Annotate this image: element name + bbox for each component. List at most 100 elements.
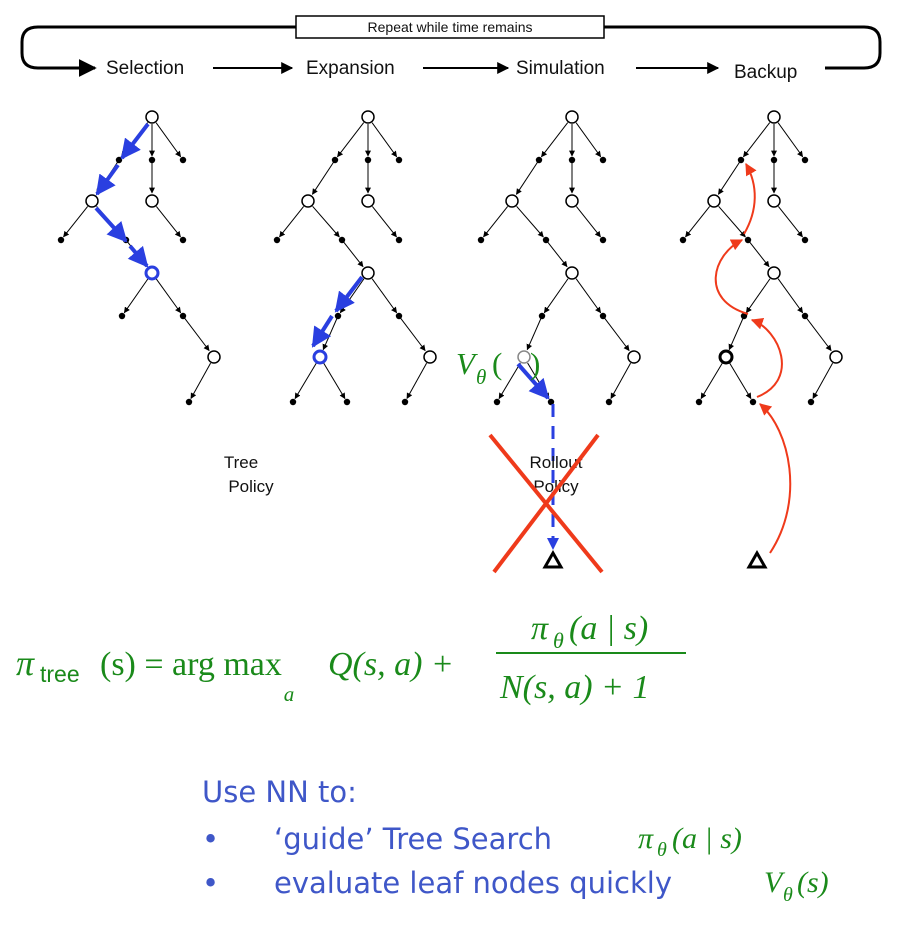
rollout-path [516,362,564,569]
leaf-node [57,236,65,244]
open-node [517,350,531,364]
leaf-node [542,236,550,244]
tree-edge [575,206,601,238]
formula-lhs: (s) = arg max [100,646,282,683]
open-node [829,350,843,364]
tree-edge [728,318,744,351]
tree-edge [483,206,509,238]
terminal-triangle [542,549,564,569]
tree-edge [155,206,181,238]
tree-edge [371,206,397,238]
leaf-node [744,236,752,244]
step-expansion: Expansion [306,58,395,79]
leaf-node [115,156,123,164]
tree-policy-label-2: Policy [228,477,274,496]
policy-labels: Tree Policy Rollout Policy [224,453,583,496]
tree-edge [343,242,364,268]
tree-edge [371,122,398,158]
tree-edge [685,206,711,238]
tree-edge [63,206,89,238]
leaf-node [477,236,485,244]
leaf-node [179,312,187,320]
tree-edge [155,278,182,314]
tree-edge [729,362,752,400]
leaf-node [599,156,607,164]
open-node [207,350,221,364]
leaf-node [395,156,403,164]
tree-edge [337,122,365,158]
tree-edge [406,362,428,400]
leaf-node [338,236,346,244]
tree-2 [273,110,437,406]
open-node [361,266,375,280]
formula-q-term: Q(s, a) + [328,646,454,683]
tree-edge [339,278,365,314]
repeat-box [295,15,605,39]
leaf-node [538,312,546,320]
value-label: V θ ( ) [456,346,540,389]
leaf-node [493,398,501,406]
leaf-node [148,156,156,164]
formula-argmax-under: a [284,682,295,706]
tree-edge [400,318,426,352]
search-trees [57,110,843,406]
leaf-node [801,312,809,320]
note-evaluate-text: evaluate leaf nodes quickly [274,866,673,900]
leaf-node [807,398,815,406]
formula-tree-sub: tree [40,661,80,687]
tree-edge [717,162,740,195]
leaf-node [737,156,745,164]
formula-numerator-arg: (a | s) [569,610,648,647]
formula-pi: π [16,643,35,683]
tree-edge [515,162,538,195]
open-node [627,350,641,364]
open-node [144,265,160,281]
expansion-path [311,275,364,348]
tree-3 [477,110,641,406]
tree-edge [604,318,630,352]
leaf-node [535,156,543,164]
note-guide-text: ‘guide’ Tree Search [274,822,553,856]
tree-edge [155,122,182,158]
step-selection: Selection [106,58,184,79]
leaf-node [179,236,187,244]
leaf-node [568,156,576,164]
tree-edge [575,122,602,158]
notes-heading: Use NN to: [202,775,357,809]
rollout-policy-label-1: Rollout [530,453,583,472]
leaf-node [605,398,613,406]
leaf-node [289,398,297,406]
leaf-node [395,236,403,244]
open-node [361,110,375,124]
terminal-triangle-backup [746,549,768,569]
repeat-label: Repeat while time remains [368,19,533,35]
leaf-node [395,312,403,320]
tree-4 [679,110,843,406]
value-paren-open: ( [492,346,502,381]
step-backup: Backup [734,62,797,83]
leaf-node [273,236,281,244]
leaf-node [749,398,757,406]
leaf-node [801,236,809,244]
bullet: • [202,866,220,900]
tree-edge [123,278,149,314]
open-node [718,349,734,365]
formula-numerator-pi: π [531,610,549,647]
tree-policy-label-1: Tree [224,453,258,472]
tree-edge [498,362,521,400]
tree-edge [323,362,346,400]
leaf-node [334,312,342,320]
leaf-node [331,156,339,164]
tree-edge [190,362,212,400]
open-node [565,266,579,280]
value-symbol: V [456,346,478,381]
tree-edge [777,278,804,314]
leaf-node [599,312,607,320]
tree-edge [806,318,832,352]
open-node [505,194,519,208]
value-paren-close: ) [530,346,540,381]
formula-denominator: N(s, a) + 1 [499,669,650,706]
tree-edge [700,362,723,400]
leaf-node [770,156,778,164]
open-node [767,266,781,280]
